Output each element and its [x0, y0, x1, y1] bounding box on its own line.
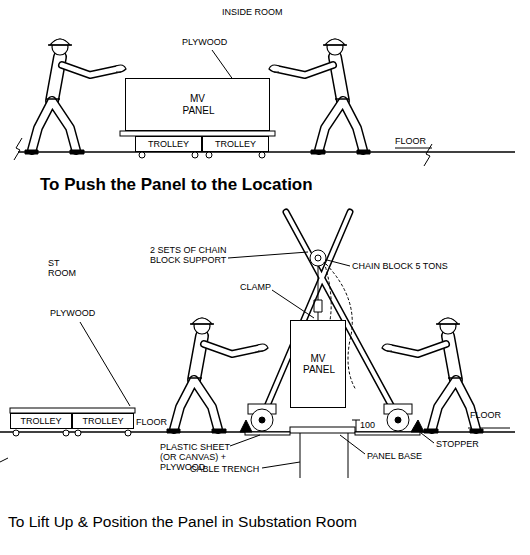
- node-text: TROLLEY: [82, 416, 123, 426]
- floor-label: FLOOR: [136, 418, 167, 428]
- trolley-box: TROLLEY: [202, 136, 269, 152]
- node-text: TROLLEY: [20, 416, 61, 426]
- floor-label: FLOOR: [470, 411, 501, 421]
- room-label: INSIDE ROOM: [222, 8, 283, 18]
- node-text: TROLLEY: [148, 139, 189, 149]
- trolley-box: TROLLEY: [72, 413, 134, 429]
- room-label: ST ROOM: [48, 259, 82, 279]
- part-label: PLYWOOD: [50, 309, 95, 319]
- trolley-box: TROLLEY: [135, 136, 202, 152]
- part-label: CABLE TRENCH: [190, 465, 259, 475]
- panel-box: MV PANEL: [290, 320, 346, 408]
- trolley-box: TROLLEY: [10, 413, 72, 429]
- part-label: 2 SETS OF CHAIN BLOCK SUPPORT: [150, 246, 228, 266]
- node-text: TROLLEY: [215, 139, 256, 149]
- node-text: MV PANEL: [183, 93, 213, 116]
- part-label: PANEL BASE: [367, 452, 422, 462]
- section-heading: To Push the Panel to the Location: [40, 176, 313, 195]
- part-label: STOPPER: [436, 440, 479, 450]
- caption: To Lift Up & Position the Panel in Subst…: [8, 513, 357, 530]
- part-label: PLYWOOD: [182, 38, 227, 48]
- floor-label: FLOOR: [395, 137, 426, 147]
- part-label: CHAIN BLOCK 5 TONS: [352, 262, 448, 272]
- part-label: CLAMP: [240, 283, 271, 293]
- node-text: MV PANEL: [303, 353, 333, 376]
- dimension: 100: [360, 421, 375, 431]
- panel-box: MV PANEL: [125, 78, 270, 131]
